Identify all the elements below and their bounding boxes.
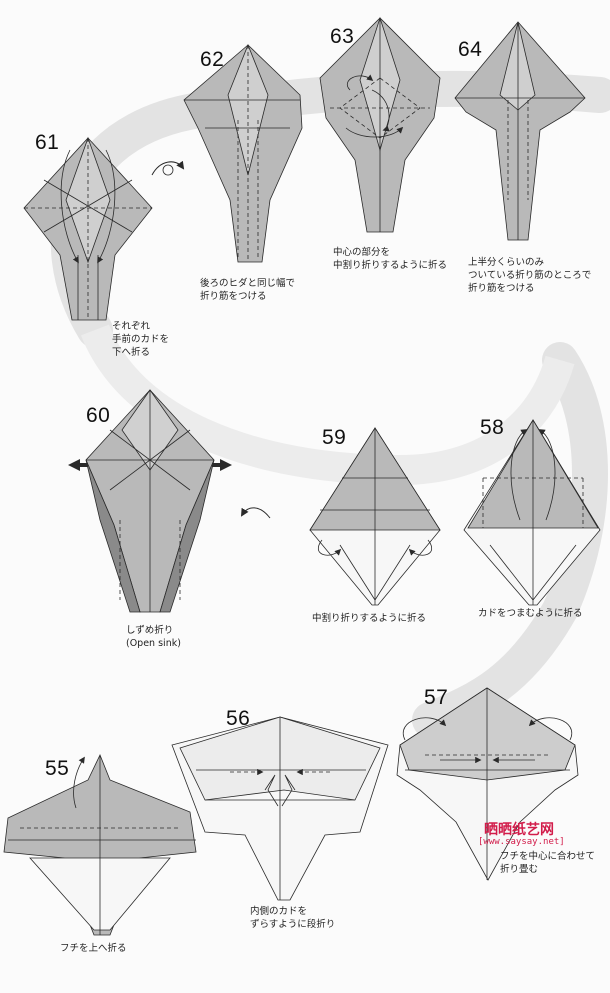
step-55-caption: フチを上へ折る: [60, 942, 127, 955]
step-63-model: [320, 18, 440, 232]
step-number-56: 56: [226, 707, 250, 731]
step-56-caption: 内側のカドを ずらすように段折り: [250, 905, 335, 931]
step-61-model: [24, 138, 152, 320]
turn-over-circle: [163, 165, 173, 175]
step-55-model: [4, 755, 196, 935]
watermark-url: [www.saysay.net]: [478, 837, 565, 847]
step-number-61: 61: [35, 131, 59, 155]
push-arrow-left: [68, 459, 88, 471]
step-58-caption: カドをつまむように折る: [478, 607, 583, 620]
step-number-59: 59: [322, 426, 346, 450]
step-63-caption: 中心の部分を 中割り折りするように折る: [333, 246, 447, 272]
step-64-caption: 上半分くらいのみ ついている折り筋のところで 折り筋をつける: [468, 256, 591, 295]
turn-over-arrow: [152, 162, 183, 175]
step-number-62: 62: [200, 48, 224, 72]
step-number-55: 55: [45, 757, 69, 781]
push-arrow-right: [212, 459, 232, 471]
step-62-model: [184, 45, 302, 262]
step-56-model: [172, 717, 388, 900]
step-59-caption: 中割り折りするように折る: [312, 612, 426, 625]
step-number-58: 58: [480, 416, 504, 440]
step-61-caption: それぞれ 手前のカドを 下へ折る: [112, 320, 169, 359]
step-number-60: 60: [86, 404, 110, 428]
step-number-57: 57: [424, 686, 448, 710]
step-62-caption: 後ろのヒダと同じ幅で 折り筋をつける: [200, 277, 295, 303]
watermark-logo: 晒晒纸艺网: [484, 819, 554, 839]
step-60-caption: しずめ折り (Open sink): [126, 624, 181, 650]
step-57-caption: フチを中心に合わせて 折り畳む: [500, 850, 595, 876]
step-number-64: 64: [458, 38, 482, 62]
step-number-63: 63: [330, 25, 354, 49]
step-arrow-59-to-60: [242, 508, 270, 518]
